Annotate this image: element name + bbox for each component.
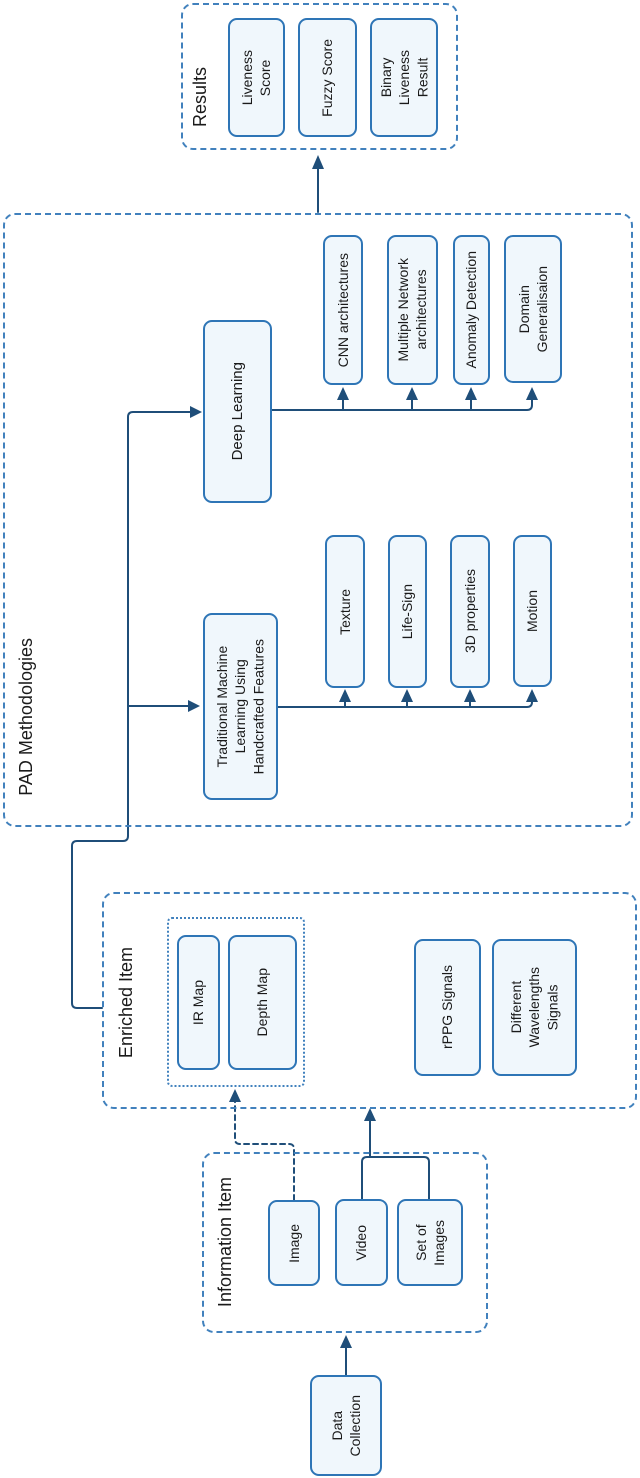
node-label: Deep Learning	[228, 362, 246, 461]
enriched-item-group	[102, 892, 637, 1109]
node-label: Video	[353, 1224, 370, 1261]
node-3d-properties: 3D properties	[450, 535, 490, 688]
node-image: Image	[268, 1200, 320, 1286]
node-fuzzy-score: Fuzzy Score	[298, 18, 357, 137]
arrowhead-up-icon	[464, 689, 476, 702]
node-traditional-machine-learning: Traditional Machine Learning Using Handc…	[203, 613, 278, 800]
group-label-text: Results	[190, 67, 211, 128]
node-label: Image	[285, 1223, 302, 1263]
connector-video-merge	[361, 1156, 371, 1200]
node-label: rPPG Signals	[439, 965, 456, 1050]
node-motion: Motion	[513, 535, 552, 687]
node-label: IR Map	[190, 979, 207, 1026]
connector-image-to-maps-dashed	[234, 1101, 295, 1201]
arrowhead-up-icon	[337, 387, 349, 400]
results-group	[181, 3, 458, 150]
node-label: Liveness Score	[239, 49, 274, 106]
node-label: Binary Liveness Result	[377, 49, 431, 106]
node-ir-map: IR Map	[177, 935, 220, 1070]
arrowhead-up-icon	[526, 387, 538, 400]
results-group-label: Results	[184, 40, 218, 155]
arrowhead-up-icon	[364, 1108, 376, 1121]
connector-deep-learning-bus	[271, 398, 533, 411]
node-set-of-images: Set of Images	[397, 1199, 463, 1286]
node-texture: Texture	[325, 535, 365, 688]
node-rppg-signals: rPPG Signals	[414, 939, 481, 1076]
node-label: Depth Map	[254, 968, 271, 1037]
node-life-sign: Life-Sign	[388, 535, 427, 688]
node-label: Traditional Machine Learning Using Handc…	[214, 638, 267, 775]
group-label-text: PAD Methodologies	[16, 638, 37, 796]
group-label-text: Information Item	[215, 1177, 236, 1308]
node-anomaly-detection: Anomaly Detection	[453, 235, 490, 385]
group-label-text: Enriched Item	[116, 946, 137, 1059]
arrowhead-right-icon	[188, 700, 200, 712]
node-binary-liveness-result: Binary Liveness Result	[370, 18, 438, 137]
node-label: Texture	[336, 588, 353, 635]
information-item-group	[202, 1152, 488, 1333]
arrowhead-up-icon	[526, 689, 538, 702]
information-item-group-label: Information Item	[208, 1165, 244, 1320]
arrowhead-up-icon	[401, 689, 413, 702]
node-label: Multiple Network architectures	[395, 258, 430, 362]
node-label: CNN architectures	[334, 252, 351, 368]
node-cnn-architectures: CNN architectures	[323, 235, 363, 385]
pad-methodologies-group	[3, 213, 633, 827]
node-label: Different Wavelengths Signals	[508, 967, 561, 1048]
node-domain-generalisation: Domain Generalisaion	[504, 235, 562, 383]
enriched-item-group-label: Enriched Item	[110, 915, 144, 1090]
node-label: Anomaly Detection	[463, 251, 480, 369]
node-label: 3D properties	[461, 569, 478, 654]
node-label: Life-Sign	[399, 583, 416, 640]
node-different-wavelengths-signals: Different Wavelengths Signals	[492, 939, 577, 1076]
arrowhead-up-icon	[406, 387, 418, 400]
connector-enriched-to-pad-trunk	[71, 411, 193, 1009]
arrowhead-up-icon	[339, 689, 351, 702]
node-label: Fuzzy Score	[319, 38, 336, 117]
arrowhead-up-icon	[229, 1089, 241, 1102]
node-label: Domain Generalisaion	[515, 265, 550, 353]
connector-set-of-images-merge	[369, 1156, 430, 1200]
node-liveness-score: Liveness Score	[228, 18, 285, 137]
arrowhead-up-icon	[312, 155, 324, 169]
arrowhead-up-icon	[465, 387, 477, 400]
connector-traditional-bus	[277, 701, 533, 708]
maps-subgroup	[167, 917, 305, 1087]
node-label: Motion	[524, 589, 541, 633]
node-data-collection: Data Collection	[310, 1375, 382, 1476]
arrowhead-up-icon	[340, 1335, 352, 1348]
node-label: Set of Images	[412, 1219, 447, 1266]
pad-methodologies-group-label: PAD Methodologies	[10, 612, 44, 822]
node-depth-map: Depth Map	[228, 935, 297, 1070]
node-multiple-network-architectures: Multiple Network architectures	[387, 235, 438, 385]
node-video: Video	[335, 1199, 388, 1286]
node-deep-learning: Deep Learning	[203, 320, 272, 503]
arrowhead-right-icon	[190, 406, 202, 418]
node-label: Data Collection	[328, 1394, 363, 1457]
